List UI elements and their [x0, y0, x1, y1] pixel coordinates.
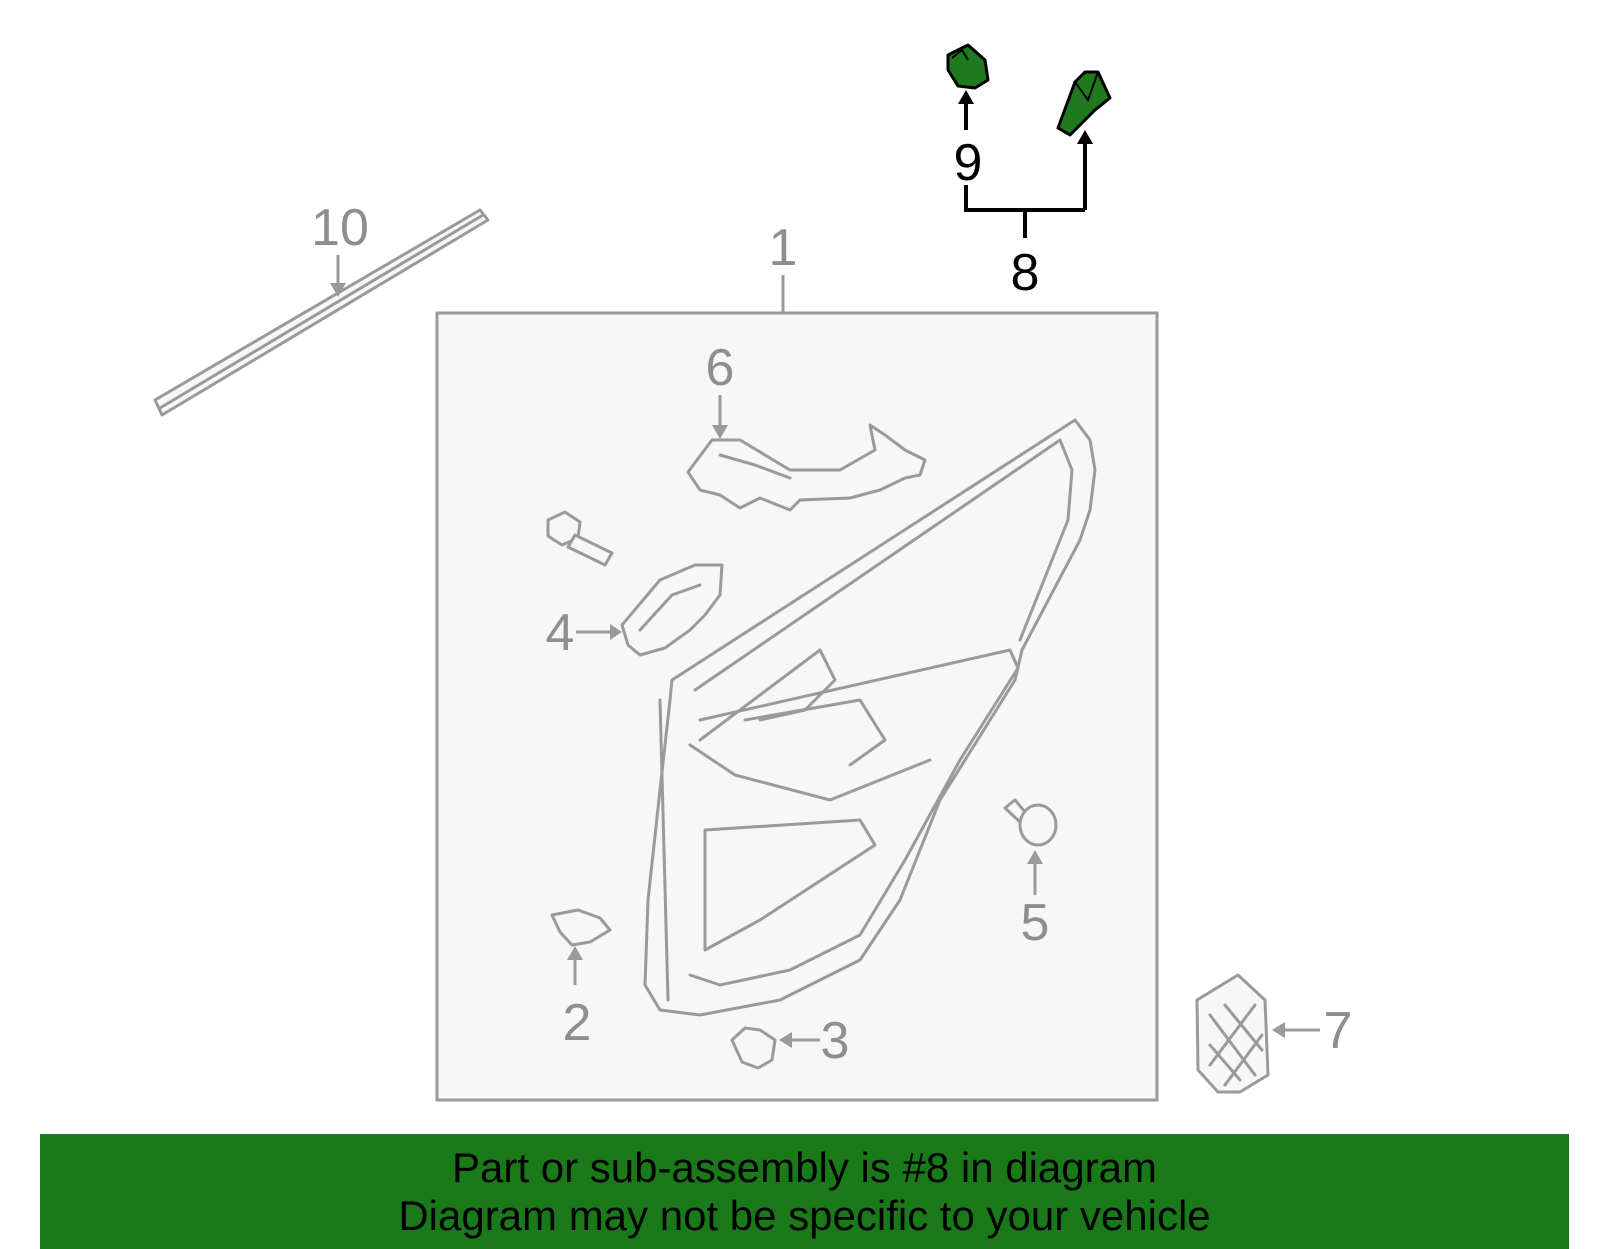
- callout-6: 6: [706, 339, 735, 397]
- callout-9: 9: [954, 134, 983, 192]
- callout-2: 2: [563, 994, 592, 1052]
- arrowhead-8: [1077, 130, 1093, 144]
- part-9-cap[interactable]: [946, 43, 990, 90]
- part-8-cover[interactable]: [1056, 70, 1112, 137]
- arrowhead-5: [1027, 850, 1043, 864]
- part-3-grommet: [730, 1026, 777, 1070]
- door-trim-panel: [643, 418, 1097, 1017]
- part-6-inside-handle: [686, 423, 927, 512]
- arrowhead-3: [779, 1032, 792, 1048]
- callout-5: 5: [1021, 894, 1050, 952]
- part-2-clip: [550, 908, 612, 947]
- banner-line-1: Part or sub-assembly is #8 in diagram: [452, 1144, 1157, 1191]
- banner-line-2: Diagram may not be specific to your vehi…: [398, 1192, 1211, 1239]
- part-7-speaker-grille: [1195, 973, 1270, 1094]
- callout-7: 7: [1324, 1002, 1353, 1060]
- callout-1: 1: [769, 219, 798, 277]
- callout-4: 4: [546, 604, 575, 662]
- arrowhead-9: [958, 90, 974, 104]
- arrowhead-4: [610, 624, 622, 640]
- part-4-handle-bracket: [620, 563, 724, 657]
- bolt: [546, 510, 614, 567]
- callout-10: 10: [311, 199, 369, 257]
- arrowhead-10: [330, 283, 346, 297]
- arrowhead-6: [712, 425, 728, 439]
- part-5-push-pin: [1003, 798, 1058, 847]
- part-10-belt-molding: [153, 208, 490, 417]
- arrowhead-7: [1272, 1022, 1285, 1038]
- arrowhead-2: [567, 946, 583, 960]
- callout-8: 8: [1011, 244, 1040, 302]
- info-banner: Part or sub-assembly is #8 in diagram Di…: [40, 1134, 1569, 1249]
- bracket-8: [964, 185, 1085, 212]
- callout-3: 3: [821, 1012, 850, 1070]
